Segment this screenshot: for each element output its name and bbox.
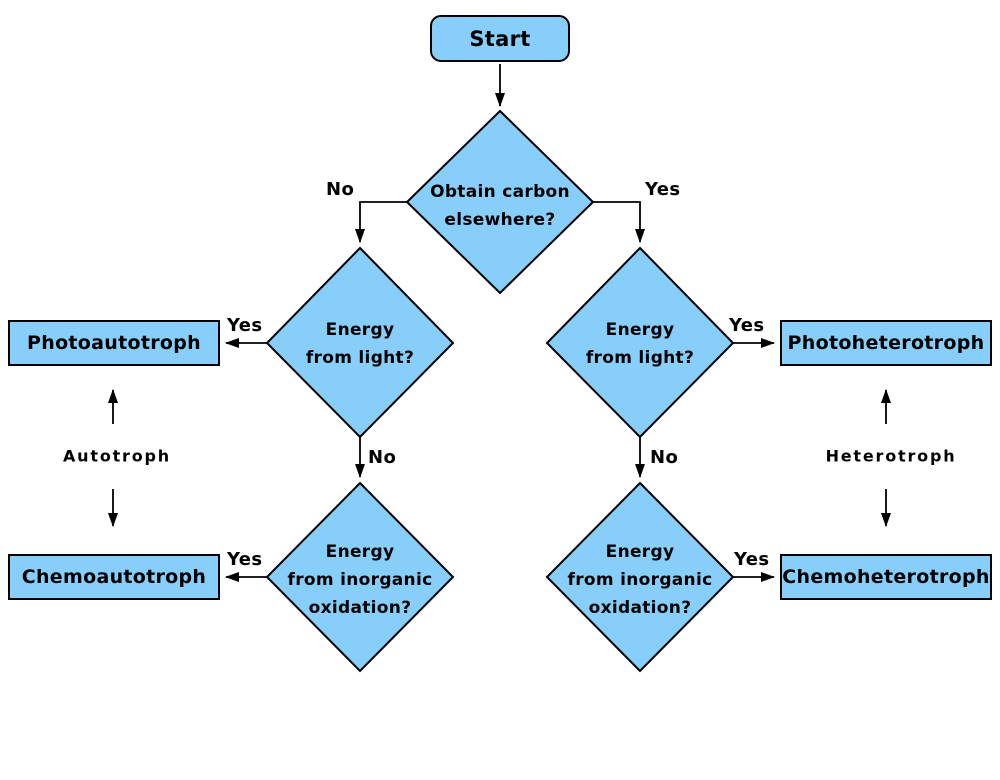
edge-label-carbon-no: No: [326, 179, 355, 200]
edge-carbon-yes-to-light-right: [593, 201, 645, 243]
decision-diamond-inorganic-right: [545, 481, 735, 673]
edge-carbon-no-to-light-left: [355, 201, 407, 243]
category-label-heterotroph: Heterotroph: [825, 446, 957, 466]
edge-label-light-right-yes: Yes: [729, 315, 765, 336]
edge-label-light-right-no: No: [650, 447, 679, 468]
edge-label-carbon-yes: Yes: [645, 179, 681, 200]
edge-label-light-left-no: No: [368, 447, 397, 468]
decision-label-light-left: Energy from light?: [305, 319, 415, 368]
start-node: Start: [430, 15, 570, 62]
result-node-photoautotroph: Photoautotroph: [8, 320, 220, 366]
result-node-label: Chemoheterotroph: [782, 566, 990, 588]
edge-label-light-left-yes: Yes: [227, 315, 263, 336]
result-node-label: Photoautotroph: [27, 332, 201, 354]
category-label-autotroph: Autotroph: [63, 446, 171, 466]
decision-label-inorganic-right: Energy from inorganic oxidation?: [567, 541, 713, 619]
result-node-chemoheterotroph: Chemoheterotroph: [780, 554, 992, 600]
decision-label-carbon: Obtain carbon elsewhere?: [430, 181, 570, 230]
decision-label-light-right: Energy from light?: [585, 319, 695, 368]
edge-label-inorganic-left-yes: Yes: [227, 549, 263, 570]
result-node-label: Photoheterotroph: [787, 332, 985, 354]
result-node-chemoautotroph: Chemoautotroph: [8, 554, 220, 600]
result-node-label: Chemoautotroph: [21, 566, 207, 588]
result-node-photoheterotroph: Photoheterotroph: [780, 320, 992, 366]
decision-diamond-carbon: [405, 109, 595, 295]
decision-diamond-inorganic-left: [265, 481, 455, 673]
edge-label-inorganic-right-yes: Yes: [734, 549, 770, 570]
decision-label-inorganic-left: Energy from inorganic oxidation?: [287, 541, 433, 619]
start-node-label: Start: [469, 26, 531, 51]
